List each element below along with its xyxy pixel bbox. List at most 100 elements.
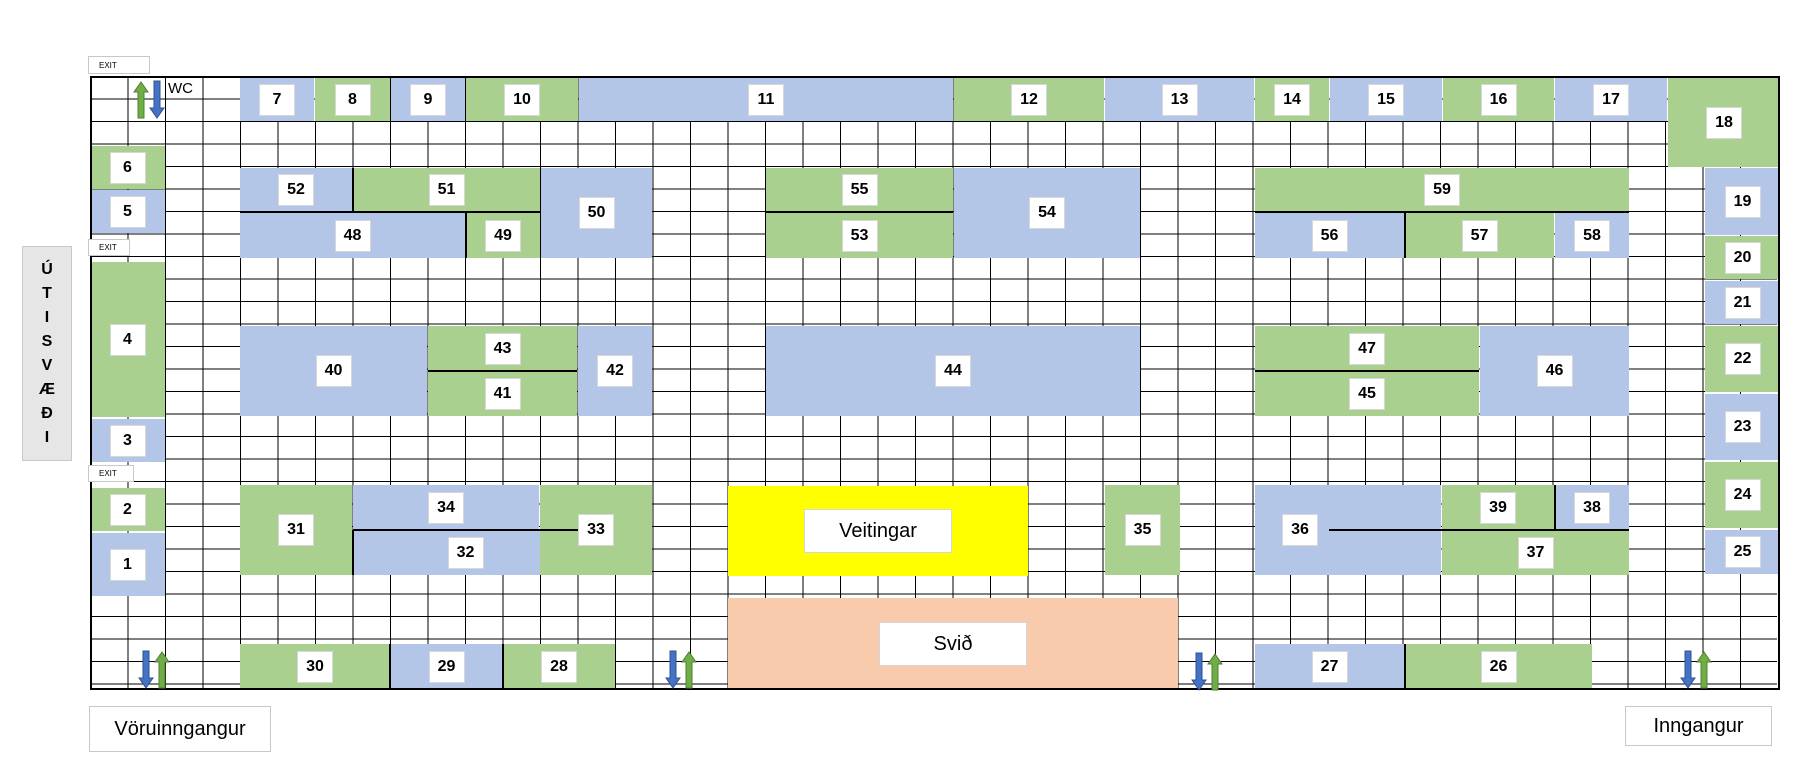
booth-23[interactable]: 23 bbox=[1705, 394, 1780, 460]
booth-divider bbox=[352, 530, 354, 575]
booth-38[interactable]: 38 bbox=[1555, 485, 1629, 530]
goods-entrance-label: Vöruinngangur bbox=[89, 706, 271, 752]
booth-divider bbox=[353, 529, 578, 531]
booth-55[interactable]: 55 bbox=[766, 168, 953, 212]
booth-17[interactable]: 17 bbox=[1555, 78, 1667, 121]
booth-21[interactable]: 21 bbox=[1705, 281, 1780, 324]
booth-26[interactable]: 26 bbox=[1405, 644, 1592, 689]
booth-number: 48 bbox=[334, 219, 371, 252]
booth-number: 2 bbox=[109, 493, 146, 526]
booth-number: 37 bbox=[1517, 537, 1554, 569]
booth-59[interactable]: 59 bbox=[1255, 168, 1629, 212]
booth-number: 40 bbox=[315, 355, 352, 387]
booth-14[interactable]: 14 bbox=[1255, 78, 1329, 121]
booth-41[interactable]: 41 bbox=[428, 372, 577, 416]
booth-15[interactable]: 15 bbox=[1330, 78, 1442, 121]
booth-4[interactable]: 4 bbox=[90, 262, 165, 417]
stage-area[interactable]: Svið bbox=[728, 598, 1178, 690]
catering-label: Veitingar bbox=[804, 509, 952, 553]
booth-30[interactable]: 30 bbox=[240, 644, 390, 689]
booth-1[interactable]: 1 bbox=[90, 533, 165, 596]
outdoor-letter: I bbox=[44, 308, 50, 326]
booth-number: 39 bbox=[1480, 491, 1516, 524]
catering-area[interactable]: Veitingar bbox=[728, 486, 1028, 576]
booth-35[interactable]: 35 bbox=[1105, 485, 1180, 575]
booth-divider bbox=[766, 211, 953, 213]
booth-number: 35 bbox=[1124, 514, 1161, 546]
booth-number: 55 bbox=[841, 174, 878, 206]
booth-56[interactable]: 56 bbox=[1255, 213, 1404, 258]
booth-number: 34 bbox=[428, 491, 464, 524]
booth-43[interactable]: 43 bbox=[428, 326, 577, 371]
booth-49[interactable]: 49 bbox=[466, 213, 540, 258]
outdoor-letter: S bbox=[41, 332, 53, 350]
outdoor-letter: I bbox=[44, 428, 50, 446]
booth-number: 8 bbox=[334, 83, 371, 116]
booth-51[interactable]: 51 bbox=[353, 168, 540, 212]
booth-6[interactable]: 6 bbox=[90, 146, 165, 189]
booth-29[interactable]: 29 bbox=[391, 644, 502, 689]
booth-54[interactable]: 54 bbox=[954, 168, 1140, 258]
booth-number: 30 bbox=[297, 650, 333, 683]
booth-48[interactable]: 48 bbox=[240, 213, 465, 258]
booth-57[interactable]: 57 bbox=[1405, 213, 1554, 258]
booth-9[interactable]: 9 bbox=[391, 78, 465, 121]
booth-number: 5 bbox=[109, 195, 146, 228]
booth-34[interactable]: 34 bbox=[353, 485, 539, 530]
booth-45[interactable]: 45 bbox=[1255, 372, 1479, 416]
booth-40[interactable]: 40 bbox=[240, 326, 427, 416]
booth-46[interactable]: 46 bbox=[1480, 326, 1629, 416]
booth-number: 9 bbox=[410, 83, 446, 116]
booth-10[interactable]: 10 bbox=[466, 78, 578, 121]
booth-47[interactable]: 47 bbox=[1255, 326, 1479, 371]
exit-sign: EXIT bbox=[88, 239, 130, 256]
booth-number: 27 bbox=[1311, 650, 1348, 683]
booth-number: 32 bbox=[447, 537, 484, 569]
booth-13[interactable]: 13 bbox=[1105, 78, 1254, 121]
booth-44[interactable]: 44 bbox=[766, 326, 1140, 416]
booth-52[interactable]: 52 bbox=[240, 168, 352, 212]
booth-number: 20 bbox=[1724, 241, 1761, 274]
booth-18[interactable]: 18 bbox=[1668, 78, 1780, 167]
outdoor-letter: Æ bbox=[39, 380, 55, 398]
booth-37[interactable]: 37 bbox=[1442, 531, 1629, 575]
booth-7[interactable]: 7 bbox=[240, 78, 314, 121]
booth-28[interactable]: 28 bbox=[503, 644, 615, 689]
up-down-arrows-icon bbox=[665, 650, 697, 689]
booth-39[interactable]: 39 bbox=[1442, 485, 1554, 530]
booth-31[interactable]: 31 bbox=[240, 485, 352, 575]
booth-11[interactable]: 11 bbox=[579, 78, 953, 121]
booth-20[interactable]: 20 bbox=[1705, 236, 1780, 279]
booth-16[interactable]: 16 bbox=[1443, 78, 1554, 121]
outdoor-letter: T bbox=[42, 284, 52, 302]
booth-number: 42 bbox=[597, 355, 633, 387]
booth-58[interactable]: 58 bbox=[1555, 213, 1629, 258]
booth-3[interactable]: 3 bbox=[90, 419, 165, 462]
booth-19[interactable]: 19 bbox=[1705, 168, 1780, 235]
booth-number: 51 bbox=[428, 174, 465, 206]
booth-number: 57 bbox=[1461, 219, 1498, 252]
booth-number: 26 bbox=[1480, 650, 1517, 683]
booth-number: 25 bbox=[1724, 536, 1761, 568]
booth-number: 29 bbox=[428, 650, 465, 683]
booth-50[interactable]: 50 bbox=[541, 168, 652, 258]
booth-number: 38 bbox=[1574, 491, 1610, 524]
outdoor-area-label: Ú T I S V Æ Ð I bbox=[22, 246, 72, 461]
booth-number: 21 bbox=[1724, 286, 1761, 319]
booth-27[interactable]: 27 bbox=[1255, 644, 1404, 689]
booth-42[interactable]: 42 bbox=[578, 326, 652, 416]
booth-2[interactable]: 2 bbox=[90, 488, 165, 531]
booth-25[interactable]: 25 bbox=[1705, 530, 1780, 574]
booth-number: 53 bbox=[841, 219, 878, 252]
booth-53[interactable]: 53 bbox=[766, 213, 953, 258]
booth-number: 6 bbox=[109, 151, 146, 184]
booth-number: 23 bbox=[1724, 411, 1761, 443]
hall-wall-top bbox=[90, 76, 1780, 78]
booth-5[interactable]: 5 bbox=[90, 190, 165, 233]
booth-12[interactable]: 12 bbox=[954, 78, 1104, 121]
booth-8[interactable]: 8 bbox=[315, 78, 390, 121]
booth-24[interactable]: 24 bbox=[1705, 462, 1780, 528]
booth-number: 3 bbox=[109, 424, 146, 457]
booth-number: 44 bbox=[935, 355, 971, 387]
booth-22[interactable]: 22 bbox=[1705, 326, 1780, 392]
